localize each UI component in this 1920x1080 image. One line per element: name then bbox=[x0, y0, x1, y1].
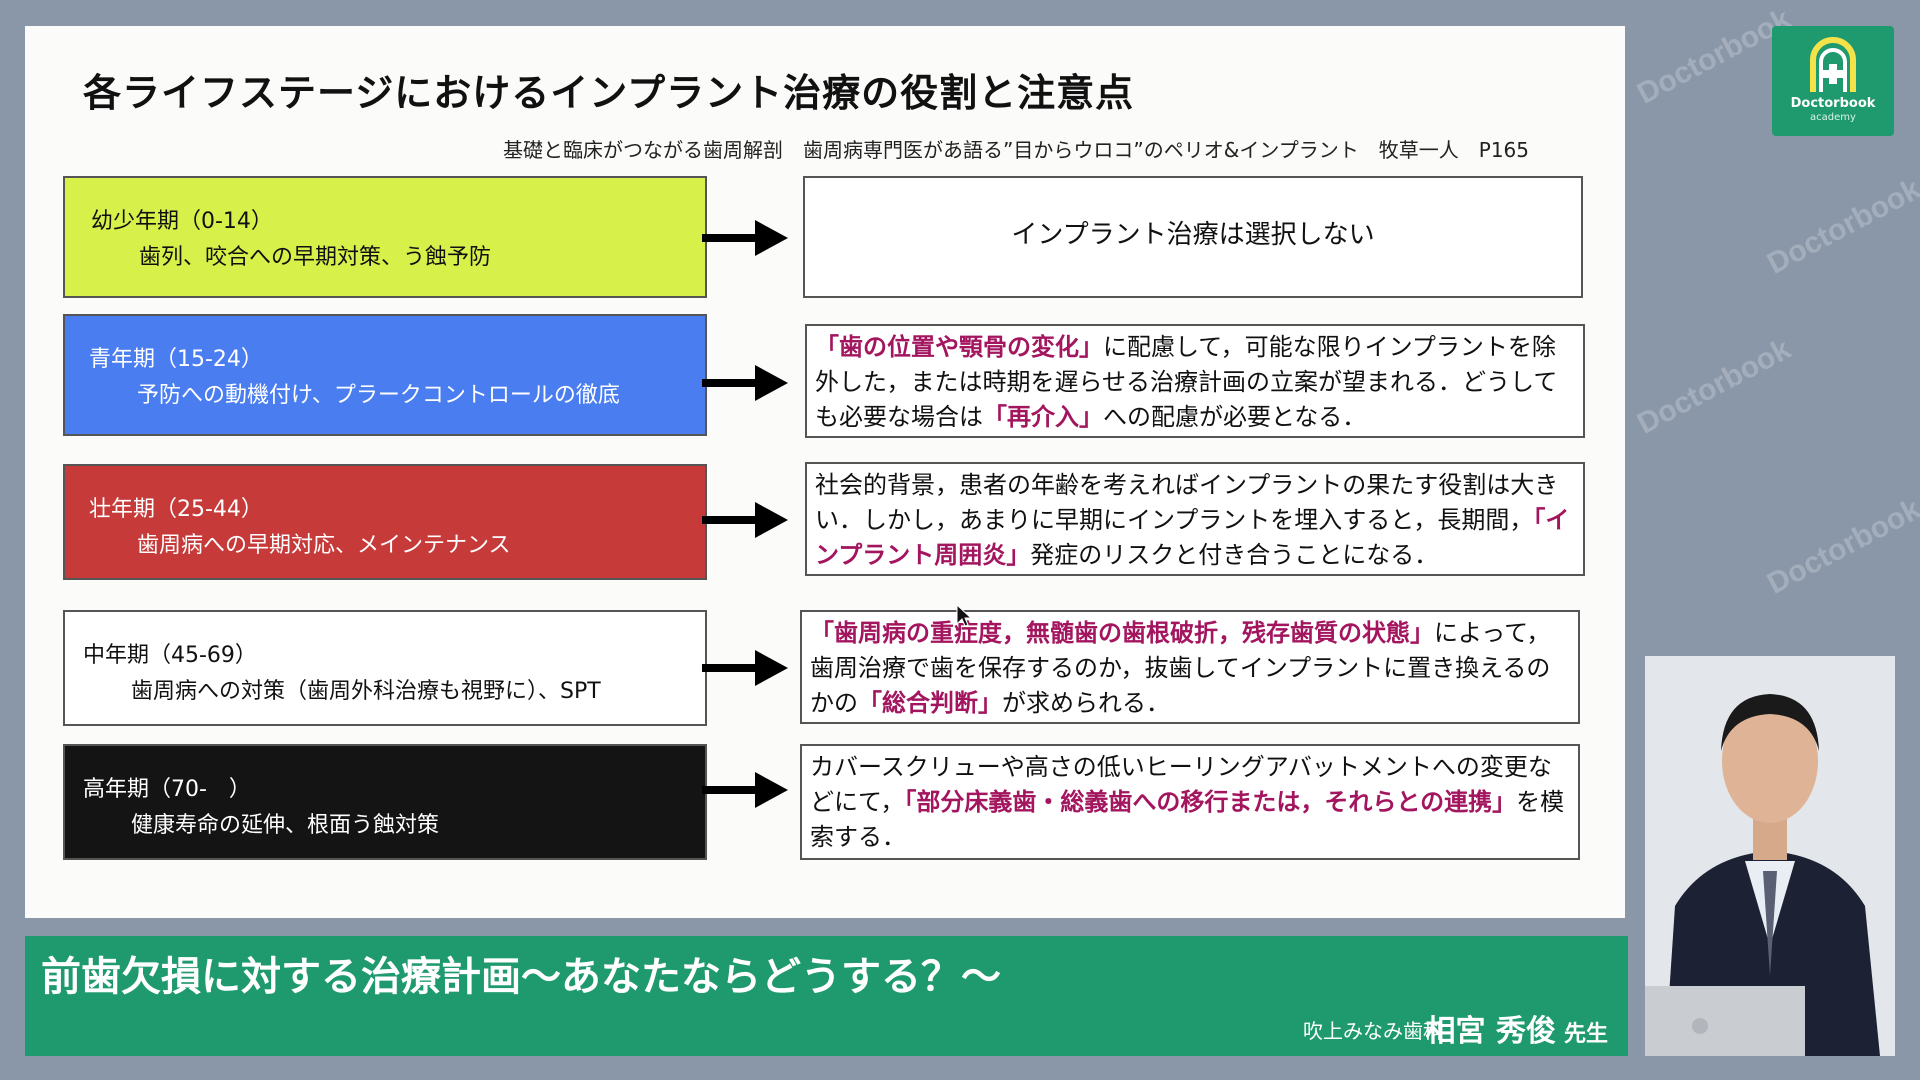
stage-description: 歯周病への早期対応、メインテナンス bbox=[89, 528, 705, 564]
logo-arch-icon bbox=[1803, 34, 1863, 96]
slide-title: 各ライフステージにおけるインプラント治療の役割と注意点 bbox=[83, 62, 1134, 117]
stage-label: 中年期（45-69） bbox=[83, 638, 705, 674]
arrow-right-icon bbox=[700, 648, 790, 688]
watermark: Doctorbook bbox=[1762, 172, 1920, 281]
watermark: Doctorbook bbox=[1632, 332, 1797, 441]
presenter-name: 相宮 秀俊 bbox=[1426, 1006, 1556, 1050]
stage-box: 壮年期（25-44） 歯周病への早期対応、メインテナンス bbox=[63, 464, 707, 580]
stage-box: 高年期（70- ） 健康寿命の延伸、根面う蝕対策 bbox=[63, 744, 707, 860]
presenter-video bbox=[1645, 656, 1895, 1056]
logo-subtitle: academy bbox=[1772, 112, 1894, 123]
stage-label: 幼少年期（0-14） bbox=[91, 204, 705, 240]
note-text: 社会的背景，患者の年齢を考えればインプラントの果たす役割は大きい．しかし，あまり… bbox=[815, 471, 1558, 534]
slide: 各ライフステージにおけるインプラント治療の役割と注意点 基礎と臨床がつながる歯周… bbox=[25, 26, 1625, 918]
stage-label: 壮年期（25-44） bbox=[89, 492, 705, 528]
mouse-cursor-icon bbox=[956, 604, 972, 628]
lecture-banner: 前歯欠損に対する治療計画〜あなたならどうする？〜 吹上みなみ歯科 相宮 秀俊 先… bbox=[25, 936, 1628, 1056]
note-highlight: 「総合判断」 bbox=[858, 689, 1002, 717]
note-highlight: 「歯周病の重症度，無髄歯の歯根破折，残存歯質の状態」 bbox=[810, 619, 1434, 647]
stage-description: 歯列、咬合への早期対策、う蝕予防 bbox=[91, 240, 705, 276]
note-text: が求められる． bbox=[1002, 689, 1170, 717]
arrow-right-icon bbox=[700, 363, 790, 403]
presenter-image bbox=[1645, 656, 1895, 1056]
note-box: 「歯の位置や顎骨の変化」に配慮して，可能な限りインプラントを除外した，または時期… bbox=[805, 324, 1585, 438]
presenter-honorific: 先生 bbox=[1564, 1016, 1608, 1048]
arrow-right-icon bbox=[700, 770, 790, 810]
note-highlight: 「再介入」 bbox=[983, 403, 1103, 431]
arrow-right-icon bbox=[700, 218, 790, 258]
note-box: 社会的背景，患者の年齢を考えればインプラントの果たす役割は大きい．しかし，あまり… bbox=[805, 462, 1585, 576]
stage-box: 幼少年期（0-14） 歯列、咬合への早期対策、う蝕予防 bbox=[63, 176, 707, 298]
slide-source: 基礎と臨床がつながる歯周解剖 歯周病専門医があ語る”目からウロコ”のペリオ&イン… bbox=[503, 134, 1529, 163]
stage-label: 高年期（70- ） bbox=[83, 772, 705, 808]
note-text: への配慮が必要となる． bbox=[1103, 403, 1366, 431]
clinic-name: 吹上みなみ歯科 bbox=[1303, 1015, 1443, 1044]
note-box: インプラント治療は選択しない bbox=[803, 176, 1583, 298]
stage-label: 青年期（15-24） bbox=[89, 342, 705, 378]
lecture-title: 前歯欠損に対する治療計画〜あなたならどうする？〜 bbox=[41, 944, 1001, 1002]
note-highlight: 「歯の位置や顎骨の変化」 bbox=[815, 333, 1103, 361]
stage-box: 青年期（15-24） 予防への動機付け、プラークコントロールの徹底 bbox=[63, 314, 707, 436]
arrow-right-icon bbox=[700, 500, 790, 540]
note-box: カバースクリューや高さの低いヒーリングアバットメントへの変更などにて，「部分床義… bbox=[800, 744, 1580, 860]
logo-name: Doctorbook bbox=[1772, 96, 1894, 111]
note-text: インプラント治療は選択しない bbox=[1011, 220, 1374, 250]
stage-description: 健康寿命の延伸、根面う蝕対策 bbox=[83, 808, 705, 844]
doctorbook-logo: Doctorbook academy bbox=[1772, 26, 1894, 136]
stage-box: 中年期（45-69） 歯周病への対策（歯周外科治療も視野に）、SPT bbox=[63, 610, 707, 726]
note-box: 「歯周病の重症度，無髄歯の歯根破折，残存歯質の状態」によって，歯周治療で歯を保存… bbox=[800, 610, 1580, 724]
stage-description: 歯周病への対策（歯周外科治療も視野に）、SPT bbox=[83, 674, 705, 710]
note-text: 発症のリスクと付き合うことになる． bbox=[1030, 541, 1438, 569]
stage-description: 予防への動機付け、プラークコントロールの徹底 bbox=[89, 378, 705, 414]
note-highlight: 「部分床義歯・総義歯への移行または，それらとの連携」 bbox=[904, 788, 1516, 816]
watermark: Doctorbook bbox=[1762, 492, 1920, 601]
